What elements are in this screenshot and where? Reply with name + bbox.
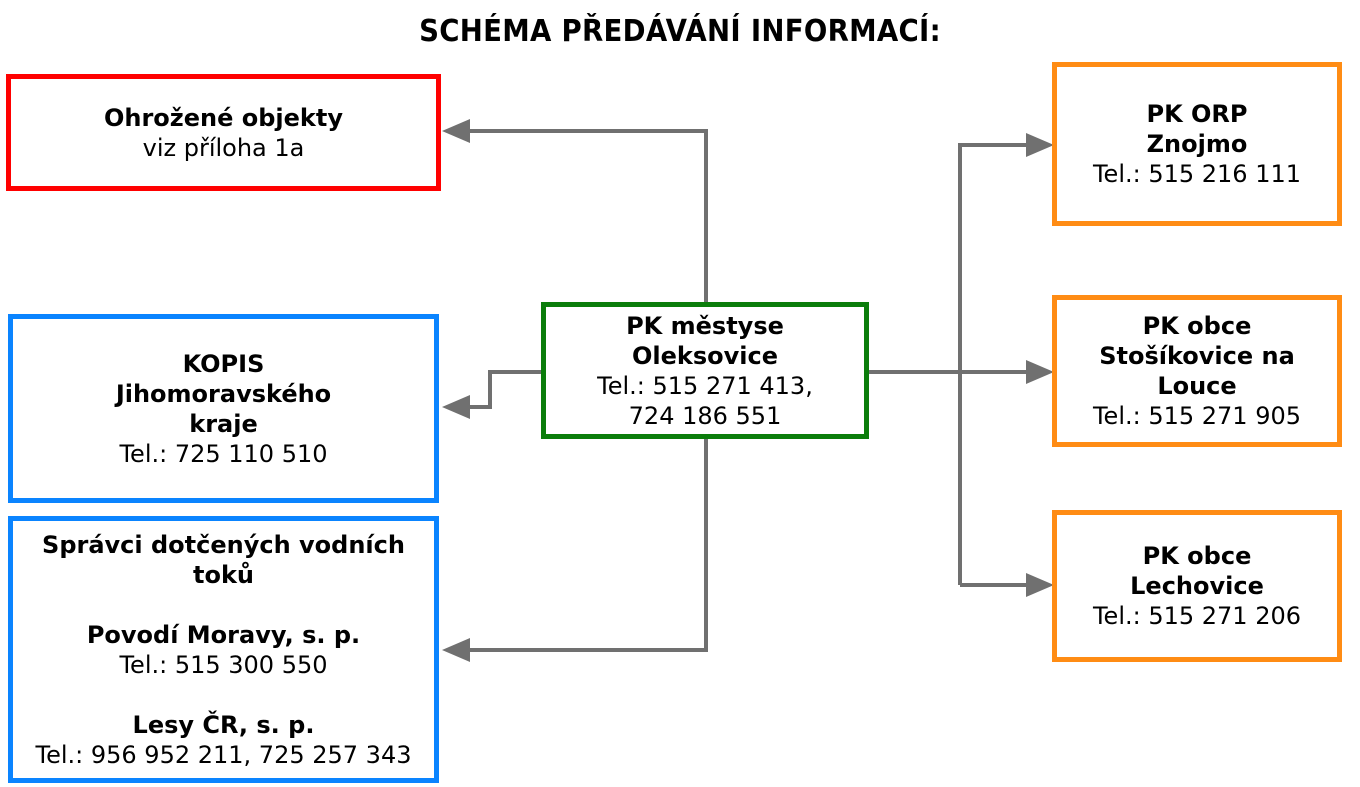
center-town: Oleksovice bbox=[631, 341, 778, 370]
water-managers-box: Správci dotčených vodních toků Povodí Mo… bbox=[8, 516, 439, 783]
orp-town: Znojmo bbox=[1146, 130, 1248, 158]
diagram-title: SCHÉMA PŘEDÁVÁNÍ INFORMACÍ: bbox=[419, 14, 941, 49]
kopis-region: Jihomoravského bbox=[115, 379, 332, 408]
water-org1-phone: Tel.: 515 300 550 bbox=[119, 650, 328, 679]
kopis-box: KOPIS Jihomoravského kraje Tel.: 725 110… bbox=[8, 314, 439, 503]
lechovice-town: Lechovice bbox=[1130, 572, 1264, 600]
kopis-phone: Tel.: 725 110 510 bbox=[119, 439, 328, 468]
stosikovice-box: PK obce Stošíkovice na Louce Tel.: 515 2… bbox=[1052, 295, 1342, 447]
water-org2-name: Lesy ČR, s. p. bbox=[132, 710, 315, 739]
lechovice-phone: Tel.: 515 271 206 bbox=[1092, 602, 1302, 630]
connector-to-water bbox=[466, 438, 708, 652]
center-phone: Tel.: 515 271 413, bbox=[597, 371, 813, 400]
threatened-note: viz příloha 1a bbox=[142, 133, 305, 162]
water-heading: Správci dotčených vodních toků bbox=[42, 530, 405, 589]
orp-phone: Tel.: 515 216 111 bbox=[1092, 160, 1302, 188]
center-heading: PK městyse bbox=[626, 311, 784, 340]
arrowhead-threatened bbox=[442, 119, 470, 143]
arrowhead-water bbox=[442, 638, 470, 662]
arrowhead-orp bbox=[1026, 133, 1054, 157]
stosikovice-town: Stošíkovice na Louce bbox=[1099, 342, 1295, 400]
center-phone-alt: 724 186 551 bbox=[628, 401, 782, 430]
orp-box: PK ORP Znojmo Tel.: 515 216 111 bbox=[1052, 62, 1342, 226]
water-org2-phone: Tel.: 956 952 211, 725 257 343 bbox=[35, 740, 412, 769]
lechovice-box: PK obce Lechovice Tel.: 515 271 206 bbox=[1052, 510, 1342, 662]
arrowhead-lechovice bbox=[1026, 573, 1054, 597]
center-box: PK městyse Oleksovice Tel.: 515 271 413,… bbox=[541, 302, 869, 439]
arrowhead-kopis bbox=[442, 395, 470, 419]
kopis-name: KOPIS bbox=[182, 349, 265, 378]
orp-heading: PK ORP bbox=[1146, 100, 1248, 128]
stosikovice-heading: PK obce bbox=[1142, 312, 1252, 340]
lechovice-heading: PK obce bbox=[1142, 542, 1252, 570]
connector-to-orp bbox=[958, 143, 1030, 585]
water-org1-name: Povodí Moravy, s. p. bbox=[86, 620, 361, 649]
connector-to-threatened bbox=[466, 129, 708, 305]
kopis-region-suffix: kraje bbox=[189, 409, 258, 438]
stosikovice-phone: Tel.: 515 271 905 bbox=[1092, 402, 1302, 430]
threatened-objects-box: Ohrožené objekty viz příloha 1a bbox=[6, 74, 441, 191]
arrowhead-stosikovice bbox=[1026, 360, 1054, 384]
threatened-heading: Ohrožené objekty bbox=[103, 103, 344, 132]
connector-to-kopis bbox=[466, 370, 543, 409]
